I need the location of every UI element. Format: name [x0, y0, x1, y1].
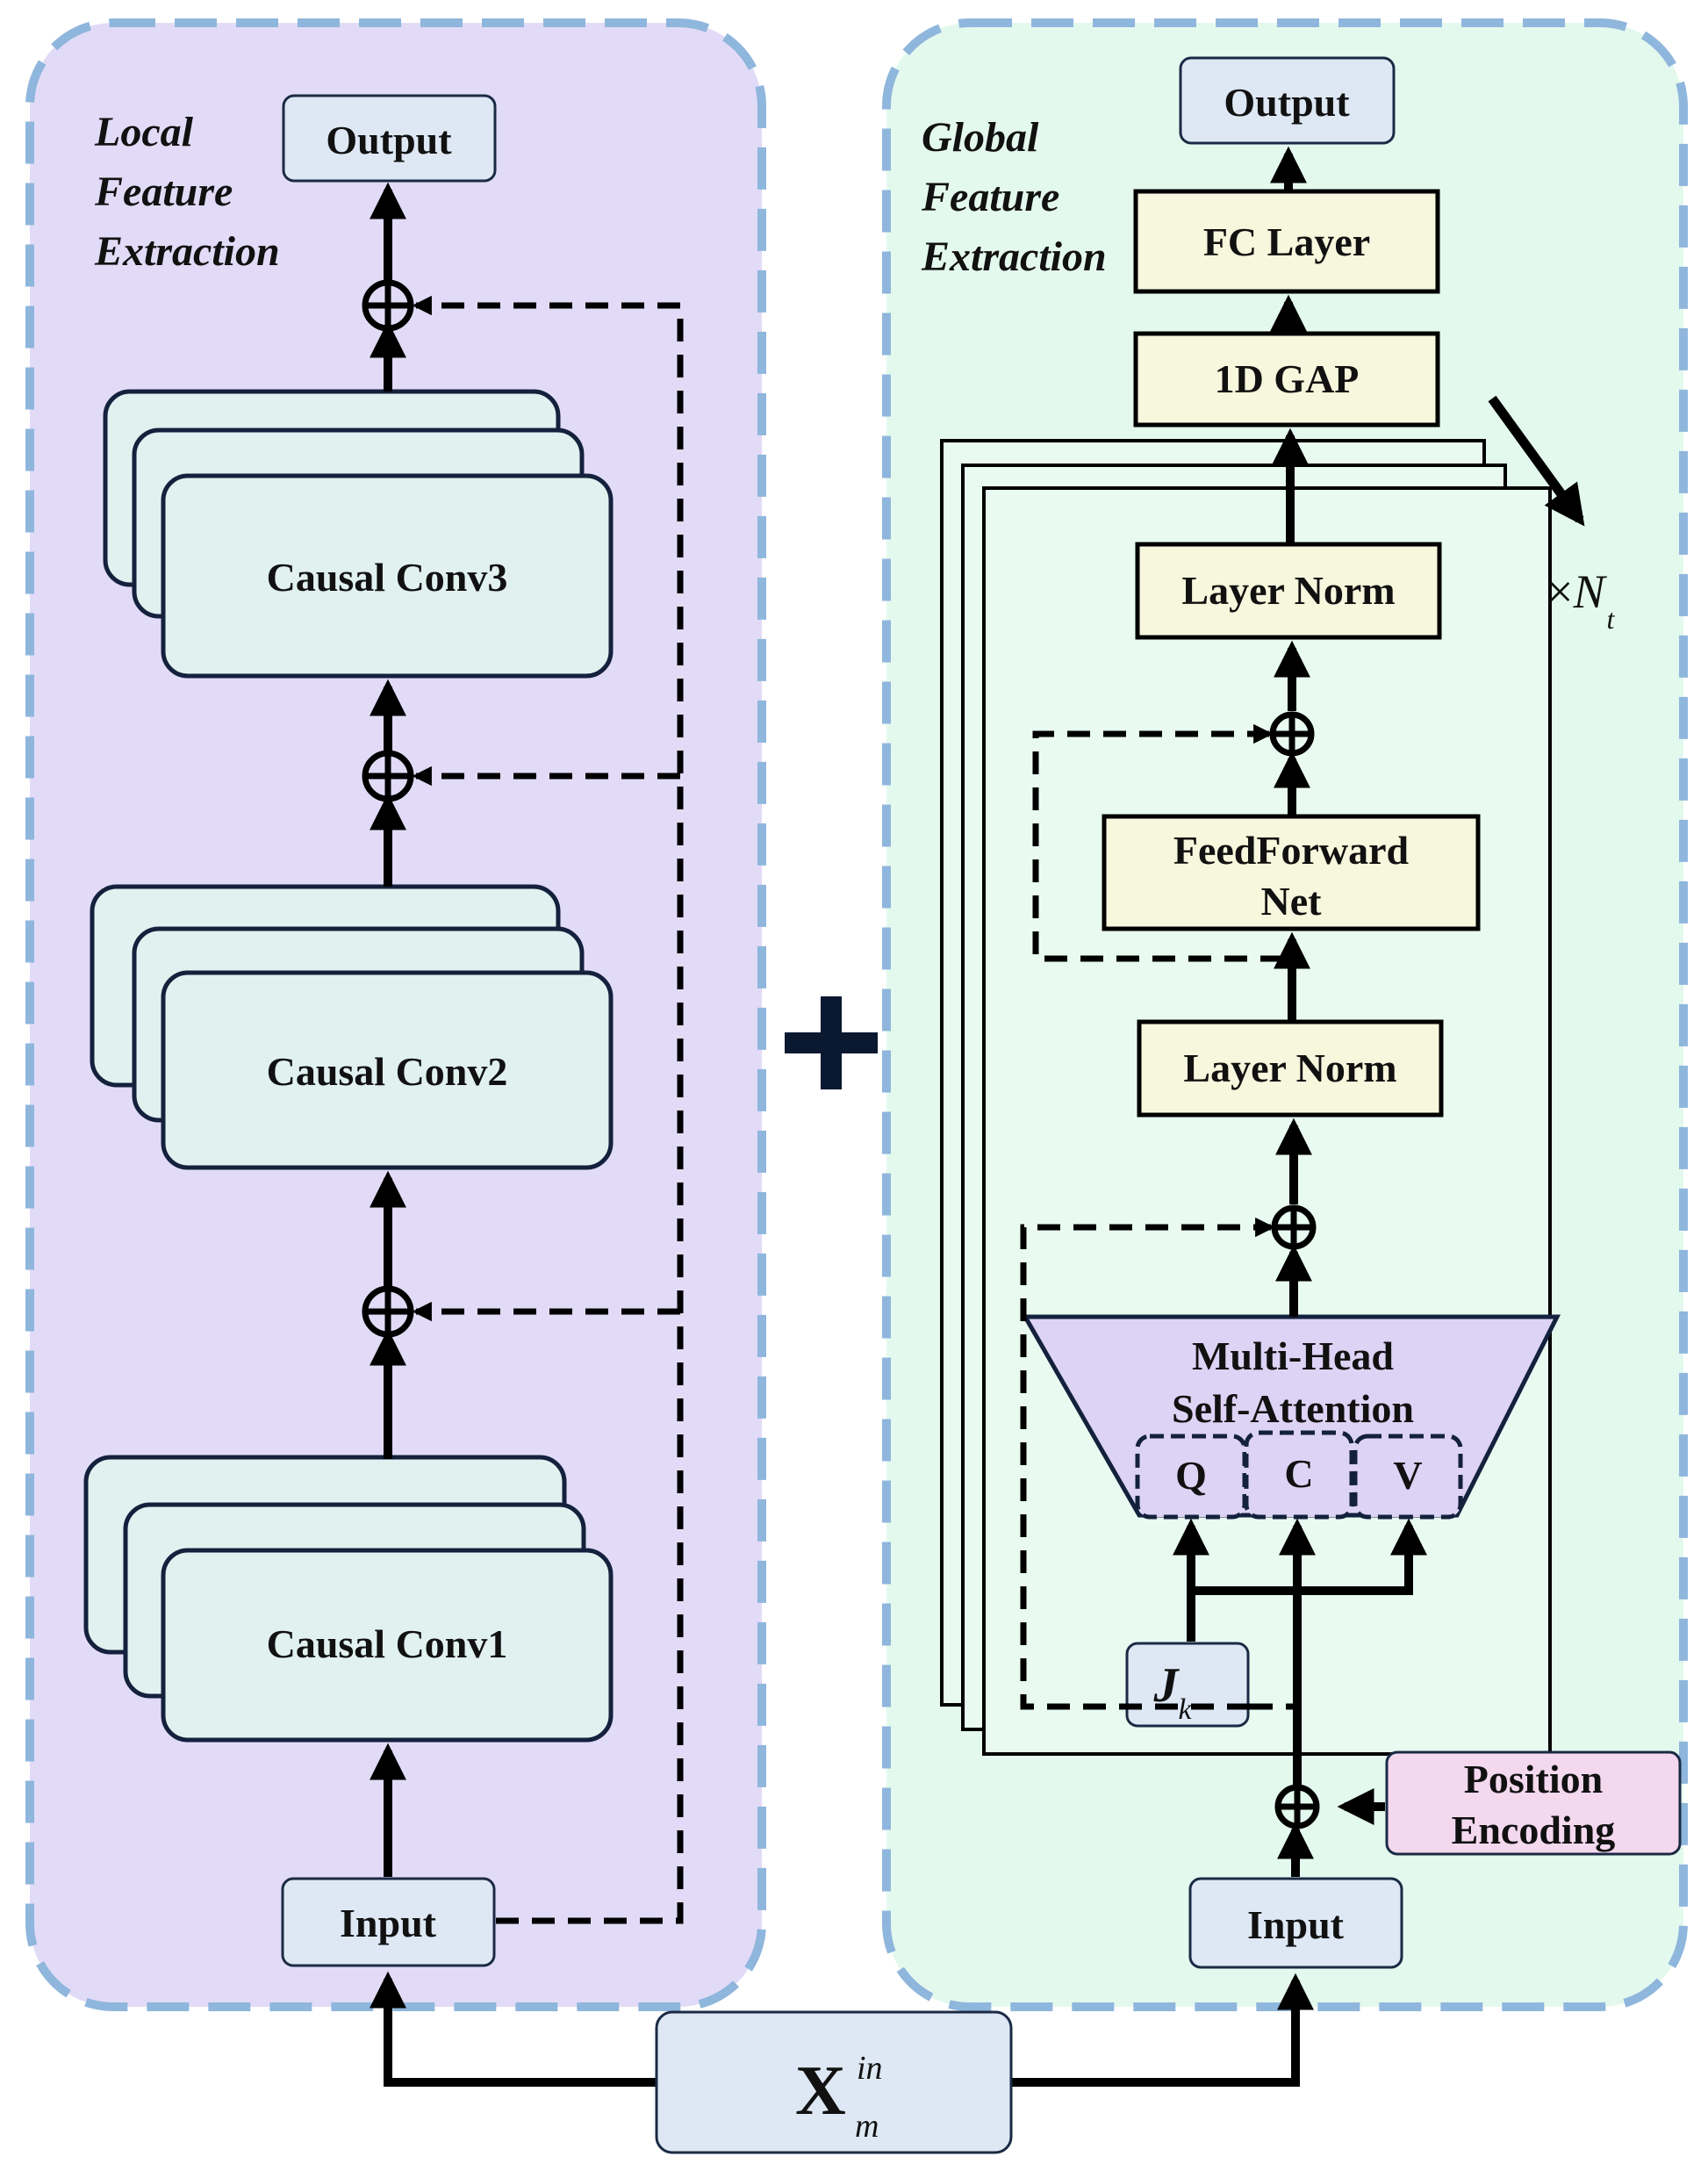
- shared-input-arrows: [370, 1971, 1314, 2087]
- position-sum-node: [1274, 1784, 1320, 1829]
- local-residual-path: [412, 295, 684, 1924]
- causal-conv1-stack: Causal Conv1: [83, 1455, 614, 1743]
- causal-conv3-stack: Causal Conv3: [103, 389, 614, 679]
- causal-conv1-label: Causal Conv1: [267, 1621, 508, 1666]
- local-sum-node-3: [362, 1285, 414, 1338]
- layer-norm-bottom-box: [1137, 1019, 1444, 1118]
- mhsa-label-line1: Multi-Head: [1192, 1333, 1394, 1378]
- feedforward-net-box: [1102, 814, 1481, 931]
- local-feature-panel: Local Feature Extraction Output Causal C…: [25, 18, 766, 2011]
- global-sum-node-top: [1269, 711, 1315, 757]
- gap-layer-label: 1D GAP: [1215, 356, 1360, 401]
- qcv-slots: [1135, 1430, 1463, 1520]
- c-slot: [1244, 1430, 1354, 1520]
- local-input-label: Input: [340, 1901, 437, 1945]
- causal-conv3-label: Causal Conv3: [267, 555, 508, 600]
- shared-input-box: [655, 2010, 1013, 2154]
- local-sum-nodes: [362, 279, 414, 1338]
- mhsa-label-line2: Self-Attention: [1172, 1386, 1414, 1431]
- repeat-count-label: ×Nt: [1547, 565, 1616, 635]
- causal-conv3-block: [161, 473, 614, 679]
- layer-norm-top-label: Layer Norm: [1181, 568, 1395, 613]
- fc-layer-box: [1133, 189, 1440, 294]
- causal-conv2-label: Causal Conv2: [267, 1049, 508, 1094]
- global-residual-paths: [1020, 723, 1295, 1710]
- repeat-arrow-icon: [1488, 395, 1585, 527]
- local-input-box: [281, 1877, 496, 1967]
- causal-conv1-block: [161, 1548, 614, 1743]
- position-encoding-box: [1385, 1750, 1682, 1856]
- causal-conv2-stack: Causal Conv2: [90, 884, 614, 1170]
- v-slot: [1353, 1434, 1463, 1520]
- global-input-label: Input: [1247, 1902, 1345, 1947]
- local-sum-node-1: [362, 279, 414, 332]
- feedforward-label-line1: FeedForward: [1173, 828, 1410, 873]
- c-label: C: [1284, 1451, 1313, 1496]
- position-encoding-line2: Encoding: [1452, 1808, 1616, 1852]
- causal-conv2-block: [161, 970, 614, 1170]
- fc-layer-label: FC Layer: [1203, 219, 1370, 264]
- position-encoding-line1: Position: [1464, 1757, 1603, 1801]
- global-sum-nodes: [1269, 711, 1320, 1829]
- layer-norm-bottom-label: Layer Norm: [1183, 1046, 1396, 1090]
- global-output-label: Output: [1224, 80, 1350, 125]
- global-feature-panel: Global Feature Extraction ×Nt Output FC …: [882, 18, 1688, 2011]
- local-output-box: [282, 94, 497, 183]
- local-output-label: Output: [326, 118, 452, 162]
- local-sum-node-2: [362, 750, 414, 802]
- global-main-arrows: [1173, 146, 1427, 1877]
- local-panel-title: Local Feature Extraction: [94, 109, 280, 275]
- global-output-box: [1179, 56, 1396, 145]
- encoder-block-frame: [982, 486, 1552, 1756]
- global-panel-title: Global Feature Extraction: [921, 114, 1107, 280]
- combine-plus-icon: [785, 996, 878, 1089]
- global-input-box: [1188, 1877, 1403, 1969]
- v-label: V: [1393, 1453, 1422, 1498]
- feedforward-label-line2: Net: [1261, 879, 1323, 924]
- gap-layer-box: [1133, 331, 1440, 428]
- q-label: Q: [1175, 1453, 1207, 1498]
- global-sum-node-middle: [1271, 1204, 1317, 1250]
